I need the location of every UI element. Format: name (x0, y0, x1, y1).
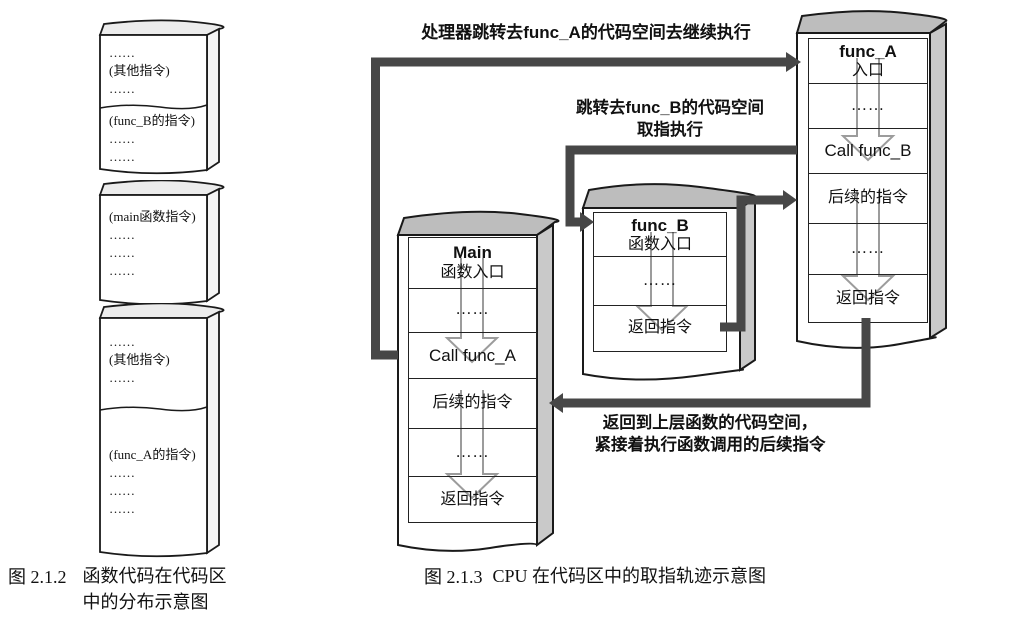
code-area-block-3: …… (其他指令) …… (func_A的指令) …… …… …… (95, 303, 227, 565)
code-area-block-2: (main函数指令) …… …… …… (95, 180, 227, 312)
instruction-row-call-func-a: Call func_A (409, 332, 536, 378)
main-function-box: Main 函数入口 …… Call func_A 后续的指令 …… 返回指令 (370, 205, 565, 565)
box-title-row: func_A 入口 (809, 39, 927, 83)
box-title: func_B (631, 215, 689, 235)
memory-slab-shape (98, 180, 225, 306)
mem-line: (其他指令) (109, 63, 170, 78)
mem-line: (func_B的指令) (109, 113, 195, 128)
mem-line: …… (109, 263, 135, 278)
annotation-text: 返回到上层函数的代码空间， (602, 413, 818, 432)
mem-line: …… (109, 370, 135, 385)
annotation-text: 处理器跳转去 (421, 23, 524, 42)
box-subtitle: 入口 (851, 61, 884, 79)
mem-line: (func_A的指令) (109, 447, 196, 462)
annotation-return-upper: 返回到上层函数的代码空间， 紧接着执行函数调用的后续指令 (545, 412, 875, 456)
instruction-row: 后续的指令 (409, 378, 536, 428)
instruction-row-call-func-b: Call func_B (809, 128, 927, 173)
instruction-row: …… (809, 82, 927, 129)
caption-label: 图 2.1.2 (8, 567, 67, 587)
instruction-row-return: 返回指令 (809, 274, 927, 322)
caption-text-line1: 函数代码在代码区 (82, 566, 227, 586)
caption-fig-2-1-3: 图 2.1.3 CPU 在代码区中的取指轨迹示意图 (424, 563, 766, 589)
mem-line: (其他指令) (109, 352, 170, 367)
section-divider-line (99, 104, 208, 110)
instruction-row: …… (409, 287, 536, 333)
mem-line: …… (109, 45, 135, 60)
annotation-text: 取指执行 (637, 120, 703, 139)
instruction-row-return: 返回指令 (594, 304, 726, 351)
box-title: func_A (839, 41, 897, 61)
annotation-text: 紧接着执行函数调用的后续指令 (594, 435, 826, 454)
annotation-func-name: func_B (625, 99, 682, 117)
instruction-row: …… (809, 222, 927, 275)
annotation-func-name: func_A (523, 23, 581, 42)
section-divider-line (99, 406, 208, 412)
func-b-box: func_B 函数入口 …… 返回指令 (575, 178, 765, 388)
annotation-text: 的代码空间 (681, 98, 764, 117)
annotation-jump-func-b: 跳转去func_B的代码空间 取指执行 (545, 97, 795, 141)
annotation-text: 跳转去 (576, 98, 626, 117)
caption-text-line2: 中的分布示意图 (82, 592, 209, 612)
annotation-text: 的代码空间去继续执行 (580, 23, 751, 42)
caption-label: 图 2.1.3 (424, 567, 483, 587)
instruction-row: 后续的指令 (809, 173, 927, 223)
fetch-flow-arrow (840, 58, 896, 302)
memory-slab-shape (98, 303, 225, 558)
mem-line: (main函数指令) (109, 209, 196, 224)
code-area-block-1: …… (其他指令) …… (func_B的指令) …… …… (95, 18, 227, 180)
box-title-row: Main 函数入口 (409, 238, 536, 288)
mem-line: …… (109, 334, 135, 349)
mem-line: …… (109, 483, 135, 498)
box-title-row: func_B 函数入口 (594, 213, 726, 256)
instruction-row: …… (409, 427, 536, 477)
func-a-box: func_A 入口 …… Call func_B 后续的指令 …… 返回指令 (790, 8, 965, 363)
code-slab-shape (795, 10, 948, 349)
annotation-jump-func-a: 处理器跳转去func_A的代码空间去继续执行 (370, 22, 802, 44)
mem-line: …… (109, 501, 135, 516)
box-subtitle: 函数入口 (440, 263, 505, 281)
caption-fig-2-1-2: 图 2.1.2 函数代码在代码区 中的分布示意图 (8, 563, 227, 615)
mem-line: …… (109, 149, 135, 164)
instruction-row-return: 返回指令 (409, 476, 536, 522)
memory-slab-shape (98, 19, 225, 175)
mem-line: …… (109, 465, 135, 480)
mem-line: …… (109, 81, 135, 96)
mem-line: …… (109, 131, 135, 146)
caption-text: CPU 在代码区中的取指轨迹示意图 (492, 566, 767, 586)
box-title: Main (453, 242, 492, 262)
mem-line: …… (109, 245, 135, 260)
mem-line: …… (109, 227, 135, 242)
instruction-row: …… (594, 256, 726, 304)
box-subtitle: 函数入口 (627, 235, 692, 253)
